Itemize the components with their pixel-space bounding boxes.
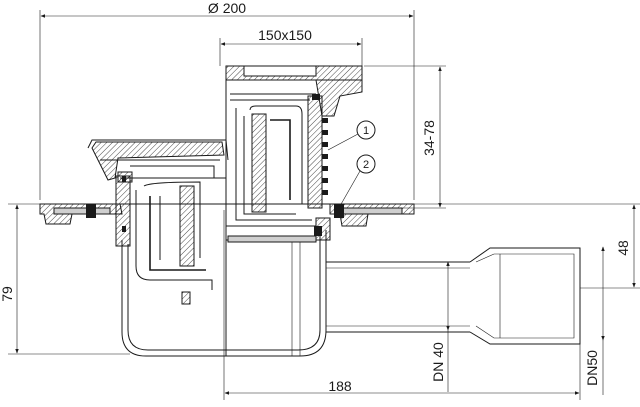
dim-grate: 150x150 xyxy=(219,27,363,66)
dim-dn-outer: DN50 xyxy=(584,246,605,395)
callout-2-label: 2 xyxy=(363,159,369,171)
dim-grate-label: 150x150 xyxy=(258,27,312,43)
left-siphon xyxy=(115,175,213,305)
inner-trap xyxy=(226,105,316,227)
dim-length-label: 188 xyxy=(328,378,352,394)
dim-outlet-height-label: 48 xyxy=(615,240,631,256)
dim-height-range-label: 34-78 xyxy=(421,120,437,156)
dim-diameter-label: Ø 200 xyxy=(208,0,246,16)
dim-outlet-height: 48 xyxy=(412,203,640,289)
top-frame xyxy=(225,65,363,240)
callout-2: 2 xyxy=(339,154,376,207)
dim-overall-height: 79 xyxy=(0,203,130,355)
left-grate-section xyxy=(87,139,229,183)
dim-diameter: Ø 200 xyxy=(39,0,415,200)
dim-dn-outer-label: DN50 xyxy=(584,350,600,386)
dim-overall-height-label: 79 xyxy=(0,286,15,302)
dim-dn-inner-label: DN 40 xyxy=(430,342,446,382)
outlet-pipe xyxy=(326,247,581,345)
floor-flange xyxy=(39,203,415,227)
seal-ribs xyxy=(322,118,328,195)
callout-1: 1 xyxy=(327,120,376,151)
dim-height-range: 34-78 xyxy=(364,65,446,209)
seal-stack xyxy=(307,94,331,241)
callout-1-label: 1 xyxy=(363,125,369,137)
dim-dn-inner: DN 40 xyxy=(430,261,450,392)
